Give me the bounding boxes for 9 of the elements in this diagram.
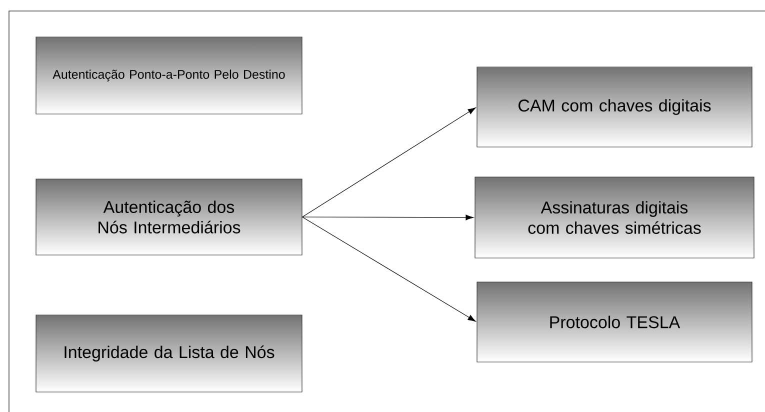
process-box: Assinaturas digitais com chaves simétricas (474, 176, 754, 258)
process-box: Autenticação dos Nós Intermediários (36, 178, 302, 256)
arrow (302, 214, 474, 220)
process-box: Protocolo TESLA (476, 282, 752, 362)
arrow (302, 216, 476, 322)
arrow (302, 107, 476, 218)
process-box: Integridade da Lista de Nós (36, 314, 302, 392)
process-box: CAM com chaves digitais (476, 66, 752, 148)
process-box: Autenticação Ponto-a-Ponto Pelo Destino (36, 36, 302, 114)
